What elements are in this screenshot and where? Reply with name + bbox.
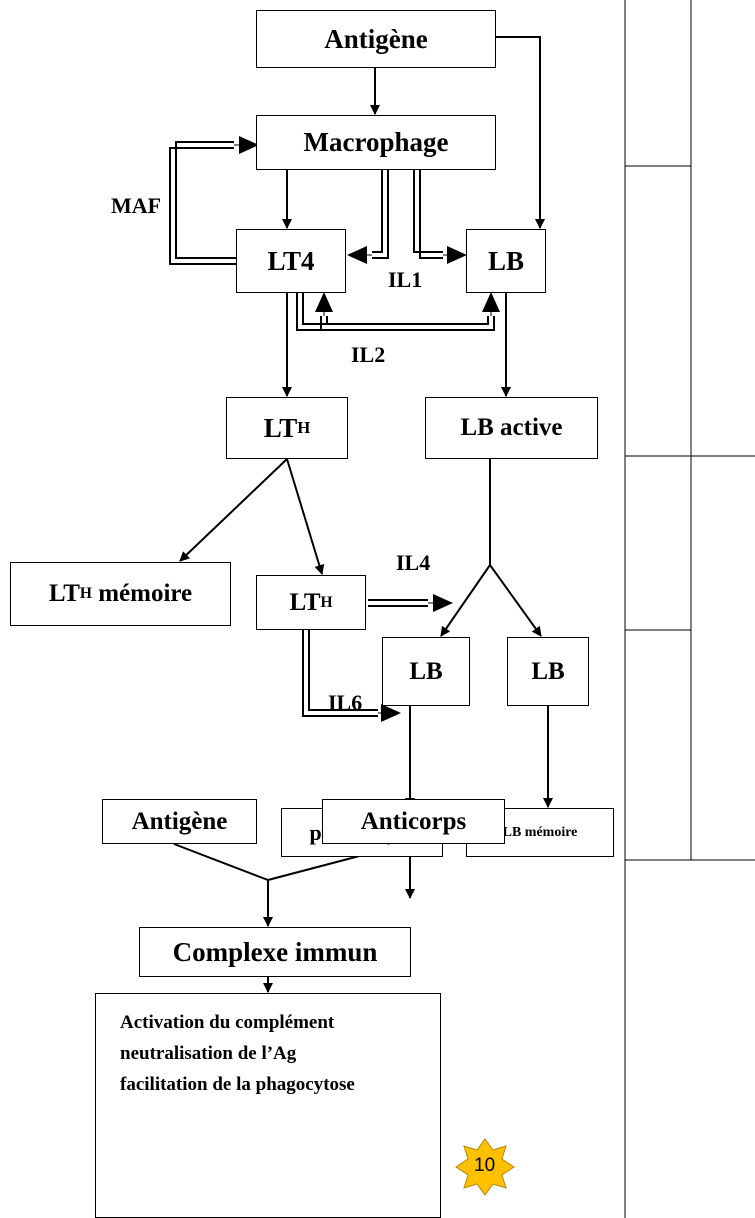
label-maf: MAF — [111, 193, 162, 218]
node-lb-right: LB — [507, 637, 589, 706]
label-il2: IL2 — [351, 342, 386, 367]
label-il4: IL4 — [396, 550, 431, 575]
node-lth-1-sub: H — [297, 418, 311, 437]
node-lb-active: LB active — [425, 397, 598, 459]
node-lth-2-sub: H — [320, 593, 333, 611]
side-table-grid — [624, 0, 755, 1218]
node-lb-left: LB — [382, 637, 470, 706]
label-il1: IL1 — [388, 267, 423, 292]
final-line-3: facilitation de la phagocytose — [120, 1074, 355, 1095]
node-lth-memoire-sub: H — [79, 585, 92, 602]
node-lt4: LT4 — [236, 229, 346, 293]
node-macrophage: Macrophage — [256, 115, 496, 170]
node-final-effects: Activation du complément neutralisation … — [95, 993, 441, 1218]
node-antigene-top: Antigène — [256, 10, 496, 68]
badge-number: 10 — [474, 1155, 496, 1176]
node-lth-2-main: LT — [289, 588, 321, 616]
star-badge-icon — [455, 1138, 515, 1196]
node-lth-memoire-suffix: mémoire — [91, 580, 193, 607]
node-lth-memoire-main: LT — [48, 580, 80, 607]
final-line-2: neutralisation de l’Ag — [120, 1043, 297, 1064]
label-il6: IL6 — [328, 690, 363, 715]
final-line-1: Activation du complément — [120, 1012, 335, 1033]
node-antigene-bottom: Antigène — [102, 799, 257, 844]
node-anticorps: Anticorps — [322, 799, 505, 844]
node-complexe-immun: Complexe immun — [139, 927, 411, 977]
node-lth-1-main: LT — [263, 412, 298, 443]
node-lb: LB — [466, 229, 546, 293]
